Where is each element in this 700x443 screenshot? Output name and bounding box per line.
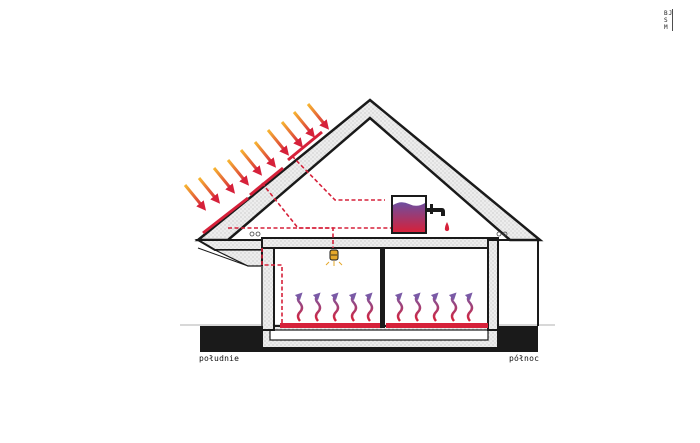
floor-heating xyxy=(280,323,488,328)
svg-text:S: S xyxy=(664,17,668,24)
heat-arrow xyxy=(348,292,358,322)
sun-rays xyxy=(183,103,330,211)
sun-ray-arrow xyxy=(239,149,263,176)
sun-ray-arrow xyxy=(306,103,330,130)
heat-arrow xyxy=(430,292,440,322)
svg-text:B: B xyxy=(664,10,668,17)
heat-arrow xyxy=(448,292,458,322)
heat-arrow xyxy=(412,292,422,322)
sun-ray-arrow xyxy=(280,121,304,148)
sun-ray-arrow xyxy=(226,159,250,186)
heat-arrow xyxy=(330,292,340,322)
sun-ray-arrow xyxy=(212,167,236,194)
svg-text:M: M xyxy=(664,24,668,31)
light-bulb-icon xyxy=(325,249,343,266)
heat-arrow xyxy=(394,292,404,322)
svg-text:J: J xyxy=(669,10,673,17)
water-tap-icon xyxy=(426,204,445,216)
sun-ray-arrow xyxy=(292,111,316,138)
sun-ray-arrow xyxy=(183,184,207,211)
label-north: północ xyxy=(509,354,540,363)
heat-arrows xyxy=(294,292,474,322)
pipes xyxy=(228,155,393,324)
sun-ray-arrow xyxy=(253,141,277,168)
attic-floor xyxy=(249,231,508,249)
heat-arrow xyxy=(364,292,374,322)
sun-ray-arrow xyxy=(197,177,221,204)
solar-panels xyxy=(202,130,323,235)
roof xyxy=(194,98,544,267)
walls xyxy=(261,239,539,331)
foundation xyxy=(261,325,499,349)
heat-arrow xyxy=(312,292,322,322)
water-tank xyxy=(391,195,427,234)
sun-ray-arrow xyxy=(266,129,290,156)
heat-arrow xyxy=(294,292,304,322)
label-south: południe xyxy=(199,354,240,363)
heat-arrow xyxy=(464,292,474,322)
water-drop-icon xyxy=(444,222,450,232)
logo: B J S M xyxy=(664,9,673,31)
